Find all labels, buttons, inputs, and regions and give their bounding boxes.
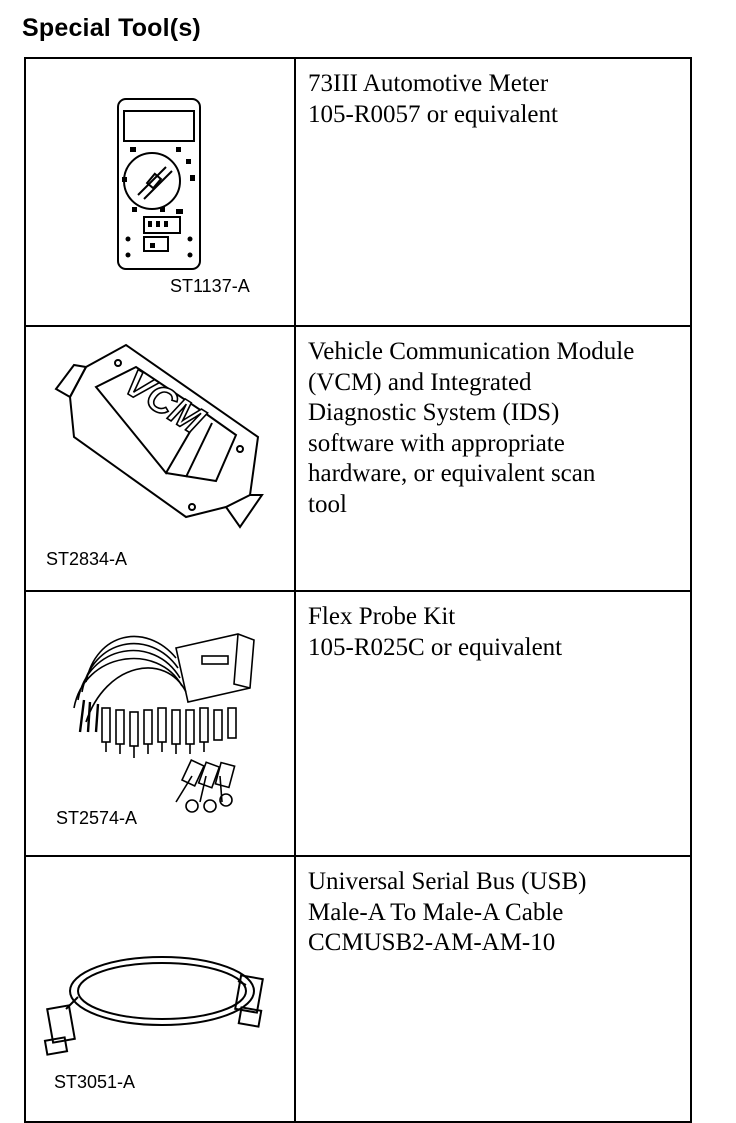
tool-description-line: CCMUSB2-AM-AM-10	[308, 929, 556, 956]
tool-description-line: Universal Serial Bus (USB)	[308, 868, 587, 895]
tool-description-line: 105-R025C or equivalent	[308, 633, 563, 661]
tool-code: ST2574-A	[56, 808, 138, 828]
tool-description-line: (VCM) and Integrated	[308, 368, 532, 396]
flex-probe-kit-icon	[73, 633, 255, 813]
usb-cable-icon	[43, 956, 264, 1056]
tool-description-line: Flex Probe Kit	[308, 603, 456, 630]
table-row: ST1137-A 73III Automotive Meter 105-R005…	[24, 57, 692, 327]
tool-description-line: tool	[308, 490, 347, 518]
table-row: VCM ST2834-A Vehicle Communication Modul…	[24, 325, 692, 592]
tool-description-line: hardware, or equivalent scan	[308, 460, 596, 487]
tool-illustration-cell: VCM ST2834-A	[24, 325, 296, 592]
tool-description-line: Diagnostic System (IDS)	[308, 399, 560, 426]
vcm-device-icon: VCM	[54, 343, 264, 529]
table-row: ST2574-A Flex Probe Kit 105-R025C or equ…	[24, 590, 692, 857]
tool-description-line: Vehicle Communication Module	[308, 338, 635, 365]
tool-description: Universal Serial Bus (USB) Male-A To Mal…	[294, 855, 692, 1123]
tool-code: ST3051-A	[54, 1072, 136, 1092]
tool-illustration-cell: ST3051-A	[24, 855, 296, 1123]
tool-illustration-cell: ST1137-A	[24, 57, 296, 327]
table-row: ST3051-A Universal Serial Bus (USB) Male…	[24, 855, 692, 1123]
tool-description-line: Male-A To Male-A Cable	[308, 898, 564, 926]
special-tools-table: ST1137-A 73III Automotive Meter 105-R005…	[24, 57, 692, 1123]
tool-description-line: software with appropriate	[308, 429, 565, 457]
tool-description-line: 73III Automotive Meter	[308, 70, 549, 97]
tool-description-line: 105-R0057 or equivalent	[308, 100, 558, 128]
page-title: Special Tool(s)	[22, 14, 201, 42]
tool-description: Vehicle Communication Module (VCM) and I…	[294, 325, 692, 592]
tool-description: 73III Automotive Meter 105-R0057 or equi…	[294, 57, 692, 327]
tool-code: ST1137-A	[170, 276, 250, 296]
tool-illustration-cell: ST2574-A	[24, 590, 296, 857]
multimeter-icon	[117, 98, 201, 270]
tool-description: Flex Probe Kit 105-R025C or equivalent	[294, 590, 692, 857]
tool-code: ST2834-A	[46, 549, 128, 569]
